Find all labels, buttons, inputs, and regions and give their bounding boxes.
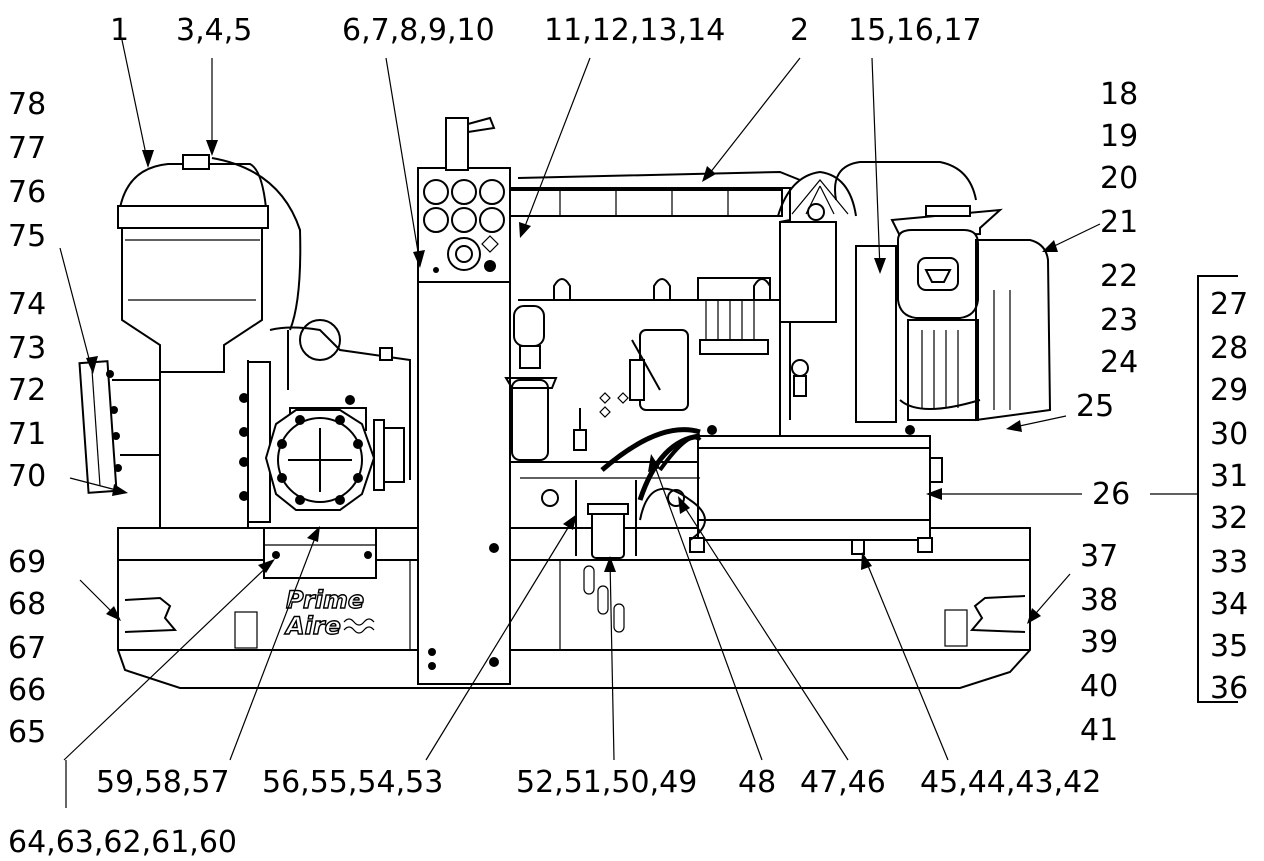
- label-item: 56,55,54,53: [262, 765, 443, 800]
- label-item: 71: [8, 417, 46, 452]
- label-item: 52,51,50,49: [516, 765, 697, 800]
- battery-box: [689, 425, 943, 555]
- engine: [504, 170, 857, 463]
- label-item: 31: [1210, 459, 1248, 494]
- label-item: 34: [1210, 587, 1248, 622]
- label-item: 73: [8, 331, 46, 366]
- label-item: 66: [8, 673, 46, 708]
- label-item: 39: [1080, 625, 1118, 660]
- label-item: 67: [8, 631, 46, 666]
- label-item: 1: [110, 13, 129, 48]
- label-item: 33: [1210, 545, 1248, 580]
- label-item: 41: [1080, 713, 1118, 748]
- label-item: 15,16,17: [848, 13, 982, 48]
- label-item: 75: [8, 219, 46, 254]
- group-bracket: [1197, 275, 1238, 703]
- label-item: 64,63,62,61,60: [8, 825, 237, 860]
- brand-logo: Prime Aire: [283, 585, 375, 641]
- label-item: 29: [1210, 373, 1248, 408]
- label-item: 28: [1210, 331, 1248, 366]
- label-item: 32: [1210, 501, 1248, 536]
- label-item: 35: [1210, 629, 1248, 664]
- label-item: 72: [8, 373, 46, 408]
- label-item: 30: [1210, 417, 1248, 452]
- label-item: 70: [8, 459, 46, 494]
- label-item: 27: [1210, 287, 1248, 322]
- brand-line1: Prime: [286, 586, 364, 614]
- pump-foot: [263, 527, 377, 579]
- control-panel: [417, 116, 511, 685]
- label-item: 3,4,5: [176, 13, 252, 48]
- brand-line2: Aire: [284, 612, 341, 640]
- label-item: 25: [1076, 389, 1114, 424]
- base-skid: [117, 527, 1031, 689]
- label-item: 24: [1100, 345, 1138, 380]
- hoses: [520, 427, 706, 559]
- label-item: 47,46: [800, 765, 886, 800]
- pump-body: [159, 319, 411, 528]
- label-item: 38: [1080, 583, 1118, 618]
- label-item: 76: [8, 175, 46, 210]
- label-item: 26: [1092, 477, 1130, 512]
- label-item: 77: [8, 131, 46, 166]
- priming-tank: [117, 154, 302, 373]
- leader-lines: [59, 39, 1198, 808]
- label-item: 48: [738, 765, 776, 800]
- label-item: 22: [1100, 259, 1138, 294]
- callout-labels: 1 3,4,5 6,7,8,9,10 11,12,13,14 2 15,16,1…: [8, 13, 1248, 860]
- discharge-flange: [264, 407, 405, 511]
- label-item: 45,44,43,42: [920, 765, 1101, 800]
- air-cleaner: [834, 161, 1052, 423]
- label-item: 6,7,8,9,10: [342, 13, 495, 48]
- label-item: 36: [1210, 671, 1248, 706]
- label-item: 40: [1080, 669, 1118, 704]
- label-item: 19: [1100, 119, 1138, 154]
- label-item: 59,58,57: [96, 765, 230, 800]
- label-item: 68: [8, 587, 46, 622]
- label-item: 20: [1100, 161, 1138, 196]
- label-item: 18: [1100, 77, 1138, 112]
- label-item: 74: [8, 287, 46, 322]
- label-item: 78: [8, 87, 46, 122]
- label-item: 69: [8, 545, 46, 580]
- sight-gauge: [78, 360, 160, 494]
- label-item: 65: [8, 715, 46, 750]
- label-item: 37: [1080, 539, 1118, 574]
- label-item: 23: [1100, 303, 1138, 338]
- label-item: 21: [1100, 205, 1138, 240]
- label-item: 11,12,13,14: [544, 13, 725, 48]
- label-item: 2: [790, 13, 809, 48]
